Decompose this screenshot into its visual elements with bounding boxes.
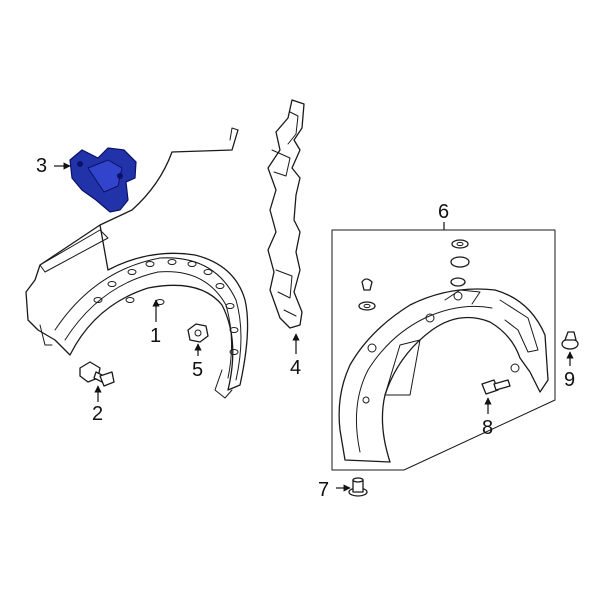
fender-part[interactable] bbox=[25, 127, 249, 399]
callout-8: 8 bbox=[482, 417, 493, 439]
fender-liner-group-box bbox=[331, 229, 556, 471]
callout-5: 5 bbox=[192, 359, 203, 381]
callout-labels: 1 2 3 4 5 6 7 8 9 bbox=[36, 155, 575, 501]
callout-1: 1 bbox=[150, 325, 161, 347]
fender-seal-part[interactable] bbox=[267, 99, 305, 329]
fender-liner-part[interactable] bbox=[338, 288, 549, 463]
liner-clip-9-part[interactable] bbox=[561, 331, 579, 350]
callout-9: 9 bbox=[564, 369, 575, 391]
fender-nut-part[interactable] bbox=[187, 323, 209, 343]
liner-bolt-8-part[interactable] bbox=[481, 379, 511, 395]
liner-screw-7-part[interactable] bbox=[348, 477, 368, 497]
callout-6: 6 bbox=[438, 201, 449, 223]
callout-2: 2 bbox=[92, 403, 103, 425]
fender-bracket-part[interactable] bbox=[69, 147, 137, 213]
liner-clips bbox=[358, 239, 470, 311]
leader-lines bbox=[54, 162, 574, 492]
callout-4: 4 bbox=[290, 357, 301, 379]
callout-3: 3 bbox=[36, 155, 47, 177]
fender-clip-holes bbox=[93, 259, 239, 355]
fender-bolt-part[interactable] bbox=[79, 361, 115, 387]
callout-7: 7 bbox=[318, 479, 329, 501]
